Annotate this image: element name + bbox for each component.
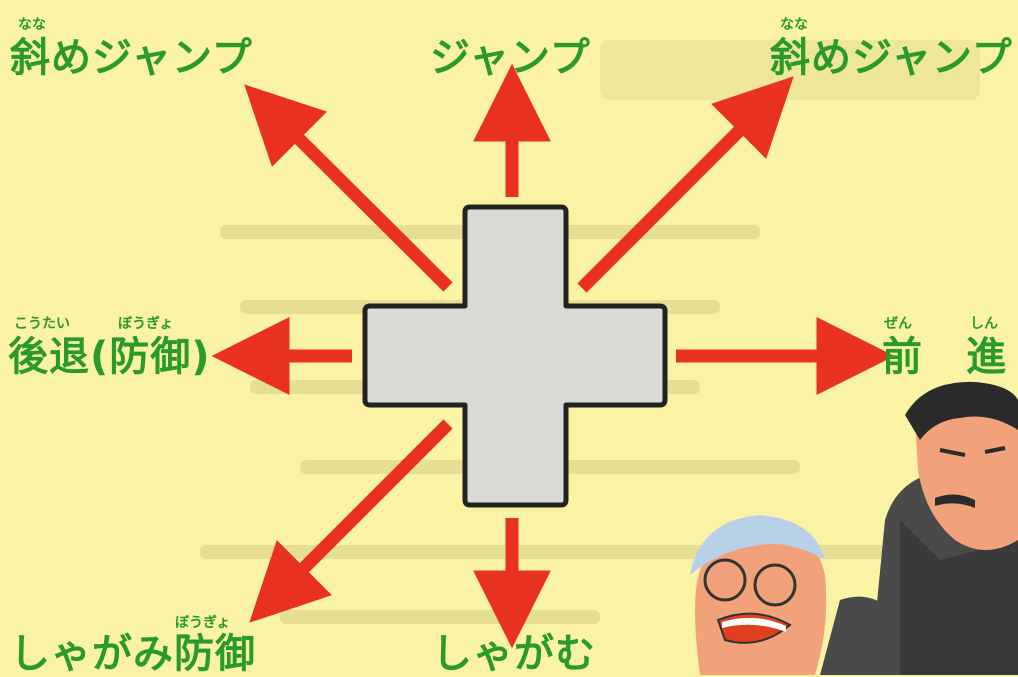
ruby-left-b: ぼうぎょ: [118, 316, 174, 332]
ruby-right-b: しん: [970, 316, 998, 332]
ruby-down-left: ぼうぎょ: [175, 615, 231, 631]
label-crouch: しゃがむ: [432, 631, 596, 677]
label-jump: ジャンプ: [430, 35, 591, 81]
dpad-cross: [362, 204, 668, 508]
ruby-up-right: なな: [780, 17, 808, 33]
arrow-up-left: [244, 84, 453, 292]
arrow-down-left: [249, 419, 453, 623]
label-forward-b: 進: [966, 334, 1007, 380]
label-diagonal-jump-right: 斜めジャンプ: [770, 35, 1013, 81]
ruby-up-left: なな: [18, 17, 46, 33]
label-forward-a: 前: [882, 334, 923, 380]
characters-illustration: [690, 381, 1018, 675]
label-diagonal-jump-left: 斜めジャンプ: [10, 35, 253, 81]
ruby-right-a: ぜん: [884, 316, 912, 332]
arrow-up-right: [577, 76, 794, 293]
ruby-left-a: こうたい: [14, 316, 70, 332]
label-retreat-guard: 後退(防御): [8, 334, 211, 380]
label-crouch-guard: しゃがみ防御: [10, 631, 256, 677]
